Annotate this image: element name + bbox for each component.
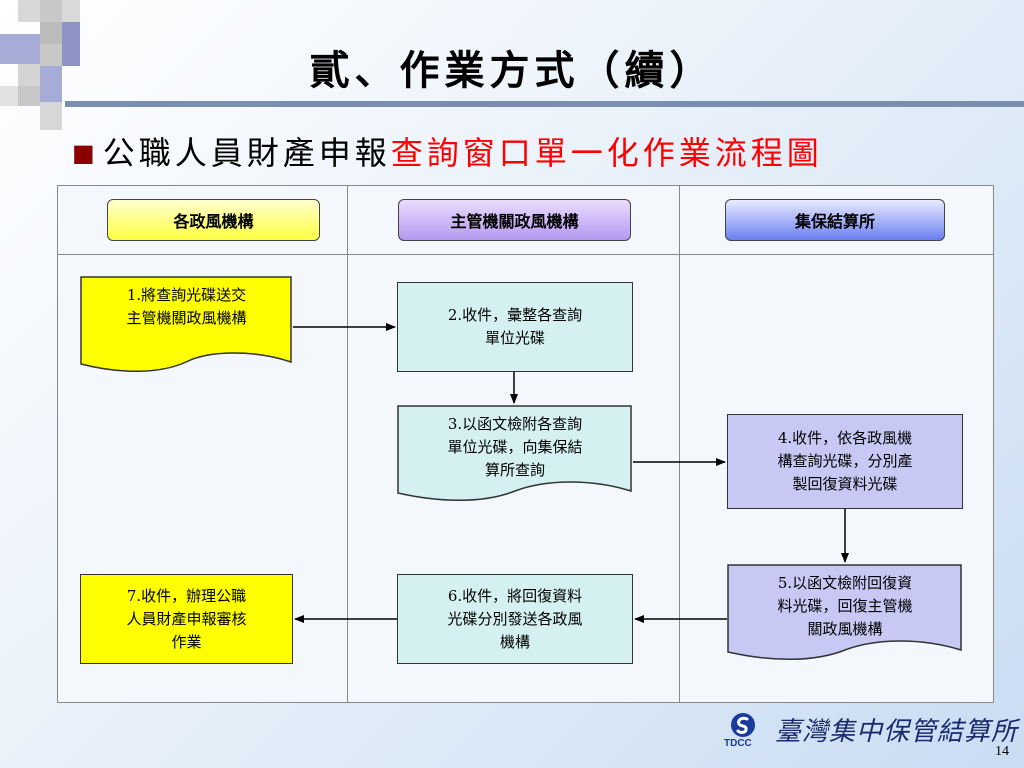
decor-square (18, 86, 40, 106)
decor-square (62, 0, 80, 22)
subtitle-highlight: 查詢窗口單一化作業流程圖 (390, 134, 823, 172)
step-1-shape (80, 276, 292, 373)
step-3-shape (397, 405, 632, 502)
lane-header-agencies: 各政風機構 (107, 199, 320, 241)
lane-header-divider (57, 254, 994, 255)
subtitle-lead: 公職人員財產申報 (102, 134, 391, 172)
lane-header-competent-authority: 主管機關政風機構 (398, 199, 631, 241)
tdcc-logo-icon (731, 713, 755, 737)
step-1: 1.將查詢光碟送交 主管機關政風機構 (126, 286, 247, 327)
decor-square (18, 64, 40, 86)
decor-square (62, 44, 80, 66)
decor-square (40, 102, 62, 130)
step-3: 3.以函文檢附各查詢 單位光碟，向集保結 算所查詢 (447, 415, 583, 479)
subtitle: ■公職人員財產申報查詢窗口單一化作業流程圖 (72, 128, 823, 174)
decor-square (40, 44, 62, 66)
step-4: 4.收件，依各政風機 構查詢光碟，分別產 製回復資料光碟 (727, 414, 963, 509)
bullet-square-icon: ■ (72, 139, 99, 167)
decor-square (40, 66, 62, 102)
step-7: 7.收件，辦理公職 人員財產申報審核 作業 (80, 574, 293, 664)
step-5: 5.以函文檢附回復資 料光碟，回復主管機 關政風機構 (777, 574, 913, 638)
logo-abbreviation: TDCC (724, 738, 752, 749)
lane-header-tdcc: 集保結算所 (725, 199, 945, 241)
page-title: 貳、作業方式（續） (309, 47, 715, 94)
decor-square (0, 86, 18, 106)
decor-square (62, 22, 80, 44)
step-2: 2.收件，彙整各查詢 單位光碟 (397, 282, 633, 372)
step-5-shape (727, 564, 962, 661)
lane-divider (347, 185, 348, 703)
decor-square (18, 0, 40, 22)
decor-square (40, 0, 62, 22)
step-6: 6.收件，將回復資料 光碟分別發送各政風 機構 (397, 574, 633, 664)
title-divider (65, 101, 1024, 107)
logo-wordmark: 臺灣集中保管結算所 (775, 717, 1019, 747)
lane-divider (679, 185, 680, 703)
decor-square (40, 22, 62, 44)
page-number: 14 (995, 744, 1009, 759)
decor-square (0, 34, 40, 64)
